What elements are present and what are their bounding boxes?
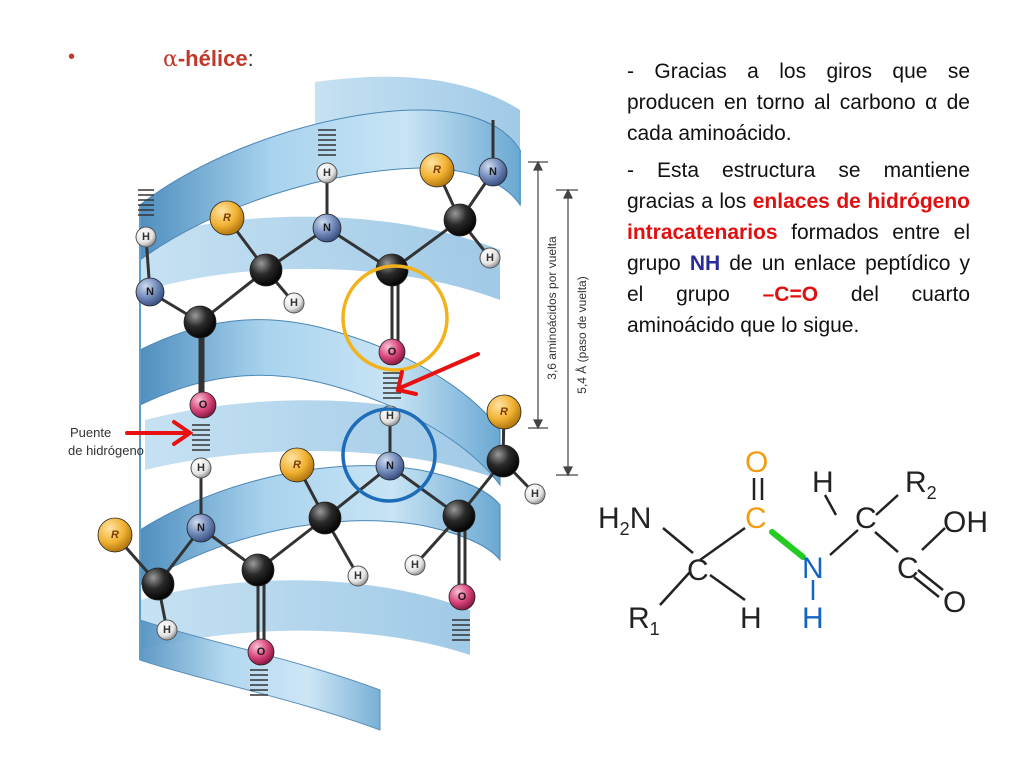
atom-label: N bbox=[146, 286, 154, 298]
peptide-bond-highlight bbox=[769, 529, 806, 560]
atom-c bbox=[486, 444, 520, 478]
atom-label: N bbox=[489, 166, 497, 178]
atom-label: O bbox=[199, 399, 208, 411]
formula-bonds bbox=[659, 478, 946, 606]
hbond-label-line2: de hidrógeno bbox=[68, 443, 144, 458]
atom-label: H bbox=[411, 559, 419, 571]
atom-c bbox=[249, 253, 283, 287]
atom-h: H bbox=[190, 457, 212, 479]
atom-label: H bbox=[290, 297, 298, 309]
atom-o: O bbox=[247, 638, 275, 666]
atom-h: H bbox=[479, 247, 501, 269]
slide-heading: α-hélice: bbox=[163, 46, 254, 72]
atom-label: R bbox=[433, 164, 441, 176]
dimension-label-residues: 3,6 aminoácidos por vuelta bbox=[545, 236, 559, 380]
formula-h2n: H2N bbox=[598, 502, 651, 539]
atom-c bbox=[141, 567, 175, 601]
atom-label: N bbox=[197, 522, 205, 534]
nh-highlight: NH bbox=[689, 252, 721, 275]
atom-label: R bbox=[293, 459, 301, 471]
highlight-circle-amide bbox=[341, 407, 437, 503]
formula-oh: OH bbox=[943, 506, 988, 539]
atom-label: R bbox=[500, 406, 508, 418]
atom-r: R bbox=[279, 447, 315, 483]
atom-n: N bbox=[135, 277, 165, 307]
atom-c bbox=[442, 499, 476, 533]
dimension-brackets bbox=[528, 160, 578, 477]
red-arrow-right bbox=[395, 352, 480, 396]
atom-h: H bbox=[135, 226, 157, 248]
para2-text-4: del cuarto aminoácido que lo sigue. bbox=[627, 283, 970, 337]
formula-carboxyl-o: O bbox=[943, 586, 966, 619]
atom-r: R bbox=[419, 152, 455, 188]
atom-r: R bbox=[209, 200, 245, 236]
atom-h: H bbox=[156, 619, 178, 641]
paragraph-hydrogen-bonds: - Esta estructura se mantiene gracias a … bbox=[627, 155, 970, 341]
formula-r1: R1 bbox=[628, 602, 660, 639]
atom-c bbox=[443, 203, 477, 237]
hydrogen-bond-dashes bbox=[138, 129, 470, 696]
formula-carbonyl-c: C bbox=[745, 502, 767, 535]
atom-label: N bbox=[386, 460, 394, 472]
atom-n: N bbox=[375, 451, 405, 481]
atom-n: N bbox=[312, 213, 342, 243]
co-highlight: –C=O bbox=[762, 283, 819, 306]
hbond-label-line1: Puente bbox=[70, 425, 111, 440]
formula-h-top: H bbox=[812, 466, 834, 499]
atom-c bbox=[241, 553, 275, 587]
atom-label: O bbox=[388, 346, 397, 358]
formula-h-below: H bbox=[740, 602, 762, 635]
red-arrow-left bbox=[125, 420, 194, 446]
atom-label: H bbox=[531, 488, 539, 500]
atom-c bbox=[308, 501, 342, 535]
atom-label: H bbox=[142, 231, 150, 243]
heading-text: -hélice bbox=[177, 46, 248, 71]
atom-o: O bbox=[378, 338, 406, 366]
para2-text-1: - Esta estructura se mantiene gracias a … bbox=[627, 159, 970, 213]
heading-alpha: α bbox=[163, 47, 178, 72]
atom-r: R bbox=[97, 517, 133, 553]
atom-label: H bbox=[354, 570, 362, 582]
highlight-circle-carbonyl bbox=[341, 264, 449, 372]
para2-text-3: de un enlace peptídico y el grupo bbox=[627, 252, 970, 306]
atoms: H N R R N H H N H O O R H H N R H N R H H O H O bbox=[97, 152, 546, 666]
atom-label: O bbox=[257, 646, 266, 658]
formula-c-alpha-2: C bbox=[855, 502, 877, 535]
atom-h: H bbox=[347, 565, 369, 587]
atom-o: O bbox=[189, 391, 217, 419]
atom-h: H bbox=[404, 554, 426, 576]
atom-label: H bbox=[323, 167, 331, 179]
paragraph-rotation: - Gracias a los giros que se producen en… bbox=[627, 60, 970, 145]
atom-label: H bbox=[386, 410, 394, 422]
atom-label: H bbox=[163, 624, 171, 636]
formula-c-alpha-1: C bbox=[687, 554, 709, 587]
formula-r2: R2 bbox=[905, 466, 937, 503]
explanation-text: - Gracias a los giros que se producen en… bbox=[627, 56, 970, 347]
atom-o: O bbox=[448, 583, 476, 611]
dimension-label-pitch: 5,4 Å (paso de vuelta) bbox=[574, 276, 589, 393]
heading-colon: : bbox=[247, 46, 254, 71]
atom-h: H bbox=[283, 292, 305, 314]
atom-h: H bbox=[316, 162, 338, 184]
formula-carboxyl-c: C bbox=[897, 552, 919, 585]
formula-amide-h: H bbox=[802, 602, 824, 635]
atom-label: O bbox=[458, 591, 467, 603]
atom-label: N bbox=[323, 222, 331, 234]
atom-label: H bbox=[197, 462, 205, 474]
hbond-highlight: enlaces de hidrógeno intracatenarios bbox=[627, 190, 970, 244]
atom-n: N bbox=[478, 157, 508, 187]
atom-h: H bbox=[524, 483, 546, 505]
atom-c bbox=[183, 305, 217, 339]
bullet-dot: • bbox=[68, 46, 76, 68]
formula-amide-n: N bbox=[802, 552, 824, 585]
para2-text-2: formados entre el grupo bbox=[627, 221, 970, 275]
atom-label: R bbox=[111, 529, 119, 541]
atom-label: R bbox=[223, 212, 231, 224]
atom-r: R bbox=[486, 394, 522, 430]
atom-n: N bbox=[186, 513, 216, 543]
atom-label: H bbox=[486, 252, 494, 264]
formula-carbonyl-o: O bbox=[745, 446, 768, 479]
